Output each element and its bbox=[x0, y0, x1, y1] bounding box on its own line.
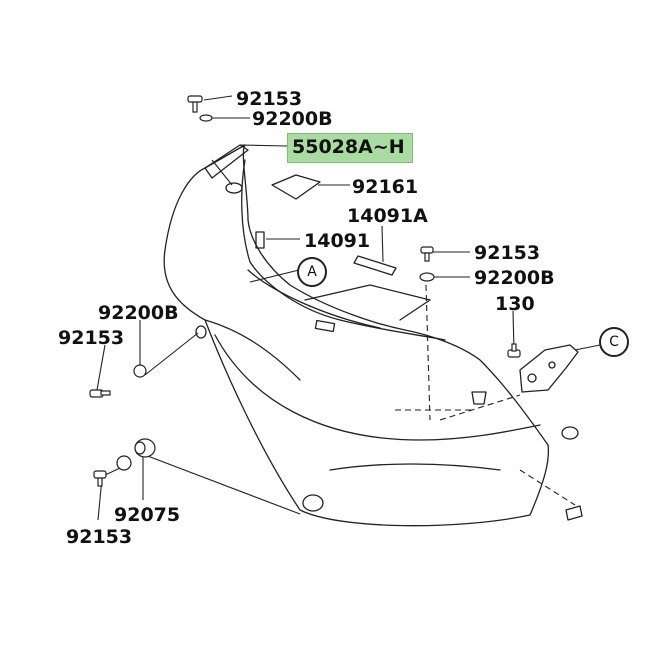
cowl-inner-rim bbox=[241, 159, 446, 341]
label-92200b-top[interactable]: 92200B bbox=[252, 108, 333, 130]
label-92153-left[interactable]: 92153 bbox=[58, 327, 125, 349]
cowl-floor bbox=[304, 284, 431, 321]
cowl-lower-contour-2 bbox=[329, 463, 501, 471]
label-92200b-left[interactable]: 92200B bbox=[98, 302, 179, 324]
cowl-slot bbox=[314, 319, 336, 333]
washer-right bbox=[419, 272, 435, 282]
grommet-far-right bbox=[561, 426, 579, 440]
cowl-outline bbox=[163, 144, 550, 527]
mount-hole-bottom bbox=[302, 494, 324, 512]
label-14091a[interactable]: 14091A bbox=[347, 205, 428, 227]
callout-a: A bbox=[297, 257, 327, 287]
label-92153-top[interactable]: 92153 bbox=[236, 88, 303, 110]
pad-14091A bbox=[353, 255, 397, 276]
label-92153-lower[interactable]: 92153 bbox=[66, 526, 133, 548]
label-92200b-right[interactable]: 92200B bbox=[474, 267, 555, 289]
cowl-top-lip bbox=[204, 144, 249, 179]
label-92153-right[interactable]: 92153 bbox=[474, 242, 541, 264]
pad-92161 bbox=[271, 174, 321, 200]
grommet-right bbox=[471, 391, 487, 405]
screw-right-head bbox=[420, 246, 434, 254]
callout-c: C bbox=[599, 327, 629, 357]
cowl-lower-contour bbox=[214, 334, 541, 441]
screw-top-head bbox=[187, 95, 203, 103]
tab-lower-right bbox=[565, 505, 583, 521]
label-55028a-h[interactable]: 55028A~H bbox=[292, 136, 405, 158]
label-92075[interactable]: 92075 bbox=[114, 504, 181, 526]
label-92161[interactable]: 92161 bbox=[352, 176, 419, 198]
washer-left bbox=[133, 364, 147, 378]
cowl-inner-rim-2 bbox=[247, 269, 381, 329]
label-14091[interactable]: 14091 bbox=[304, 230, 371, 252]
cowl-side-fold bbox=[204, 319, 301, 381]
washer-top bbox=[199, 114, 213, 122]
screw-lower-head bbox=[93, 470, 107, 479]
mount-hole-left bbox=[195, 325, 207, 339]
selected-part-highlight bbox=[287, 133, 413, 163]
label-130[interactable]: 130 bbox=[495, 293, 535, 315]
pad-14091 bbox=[255, 231, 265, 249]
washer-lower bbox=[116, 455, 132, 471]
bracket bbox=[519, 344, 579, 393]
mount-hole-top bbox=[225, 182, 243, 194]
